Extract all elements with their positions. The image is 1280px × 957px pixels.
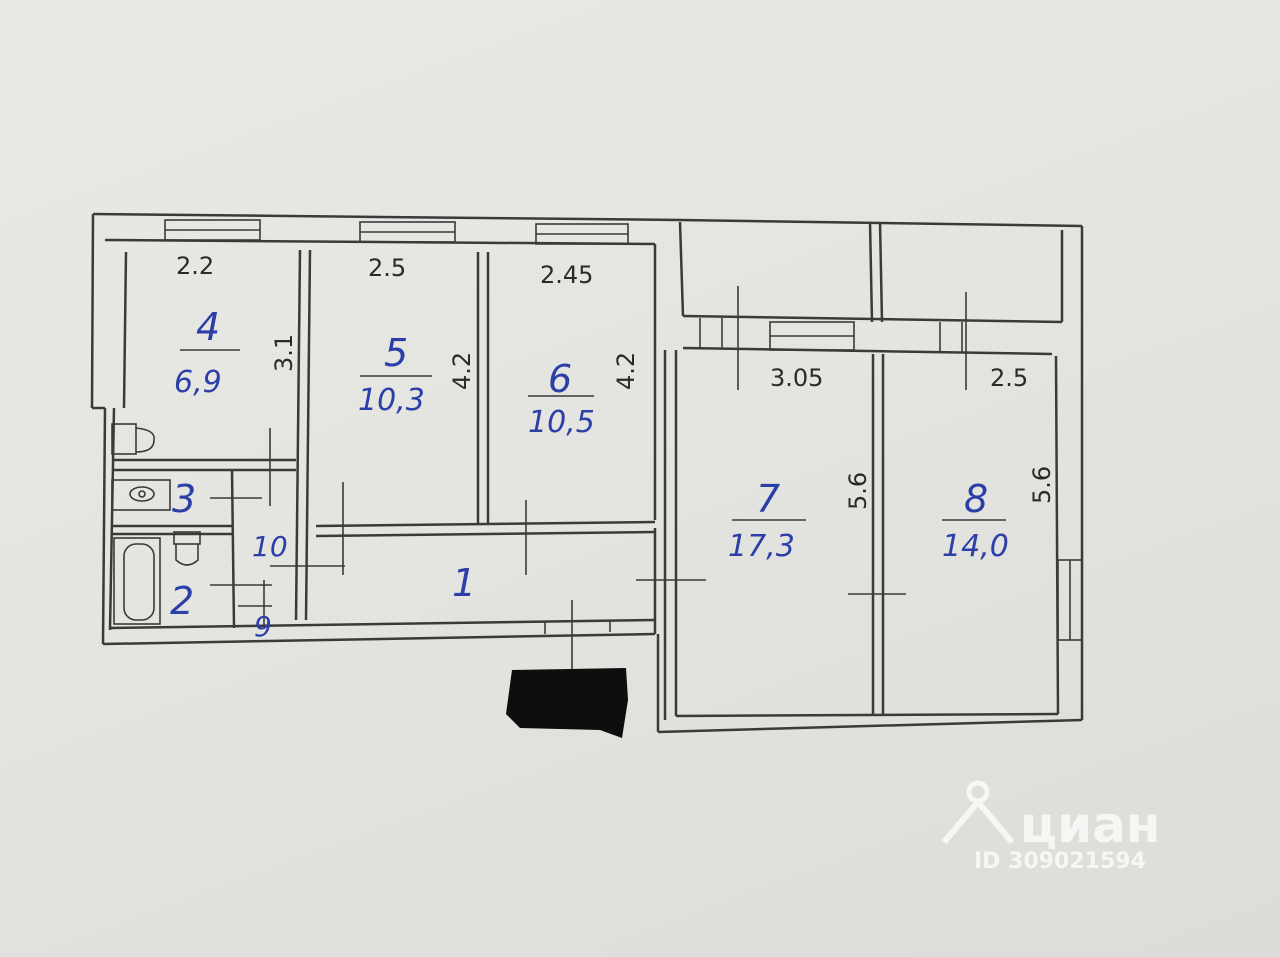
room-6-area: 10,5 [528, 405, 595, 440]
sink-icon [111, 479, 171, 511]
room-4-area: 6,9 [174, 365, 222, 400]
room-7-area: 17,3 [728, 529, 795, 564]
bathtub-icon [113, 537, 161, 625]
walls-left-block [90, 212, 681, 670]
room-5-width: 2.5 [368, 254, 406, 282]
room-4-width: 2.2 [176, 252, 214, 280]
room-7-width: 3.05 [770, 364, 823, 392]
room-5-number: 5 [384, 331, 408, 375]
room-10-number: 10 [252, 530, 288, 563]
fixtures [111, 423, 201, 625]
room-6-depth: 4.2 [612, 352, 640, 390]
room-5-depth: 4.2 [448, 352, 476, 390]
dimension-labels: 2.2 2.5 2.45 3.05 2.5 3.1 4.2 4.2 5.6 5.… [176, 252, 1056, 510]
room-8-area: 14,0 [942, 529, 1009, 564]
room-9-number: 9 [254, 610, 272, 643]
watermark-brand: циан [1020, 796, 1160, 854]
room-7-number: 7 [756, 477, 780, 521]
toilet-icon [173, 531, 201, 566]
redaction-mark [506, 668, 628, 738]
room-labels: 4 6,9 5 10,3 6 10,5 7 17,3 8 14,0 1 2 3 … [170, 305, 1009, 643]
room-7-depth: 5.6 [844, 472, 872, 510]
room-8-depth: 5.6 [1028, 466, 1056, 504]
walls-right-block [636, 218, 1084, 734]
room-3-number: 3 [172, 477, 196, 521]
room-6-number: 6 [548, 357, 572, 401]
room-4-depth: 3.1 [270, 334, 298, 372]
room-8-number: 8 [964, 477, 988, 521]
toilet-icon [111, 423, 155, 455]
room-5-area: 10,3 [358, 383, 425, 418]
room-1-number: 1 [452, 561, 476, 605]
room-4-number: 4 [196, 305, 220, 349]
room-6-width: 2.45 [540, 261, 593, 289]
watermark-listing-id: ID 309021594 [974, 849, 1146, 874]
room-8-width: 2.5 [990, 364, 1028, 392]
location-pin-icon [941, 780, 1015, 844]
cian-watermark: циан ID 309021594 [941, 780, 1160, 874]
room-2-number: 2 [170, 579, 194, 623]
interior-walls-left [112, 249, 656, 629]
